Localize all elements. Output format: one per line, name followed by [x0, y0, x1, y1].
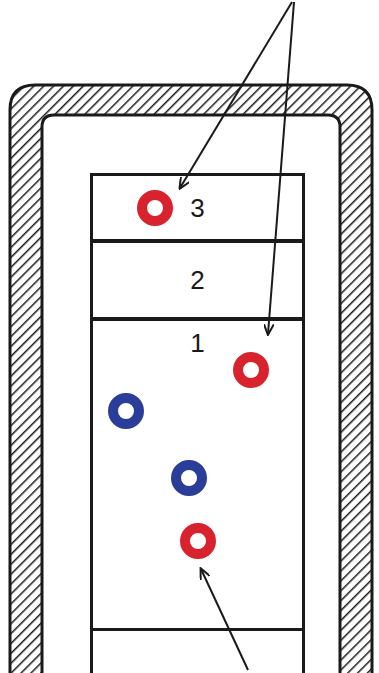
court-side-line	[302, 628, 305, 673]
zone-number: 1	[190, 330, 204, 356]
blue-puck	[113, 398, 139, 424]
pointer-arrow	[180, 2, 292, 188]
zone-number: 3	[190, 195, 204, 221]
scoring-zone: 2	[90, 240, 305, 320]
blue-puck	[176, 465, 202, 491]
hatched-wall	[10, 85, 372, 673]
red-puck	[185, 528, 211, 554]
zone-number: 2	[190, 267, 204, 293]
red-puck	[238, 357, 264, 383]
scoring-zone: 3	[90, 173, 305, 242]
pointer-arrow	[268, 2, 294, 334]
scoring-zone: 1	[90, 318, 305, 631]
red-puck	[142, 195, 168, 221]
pointer-arrow	[201, 569, 248, 670]
court-side-line	[90, 628, 93, 673]
